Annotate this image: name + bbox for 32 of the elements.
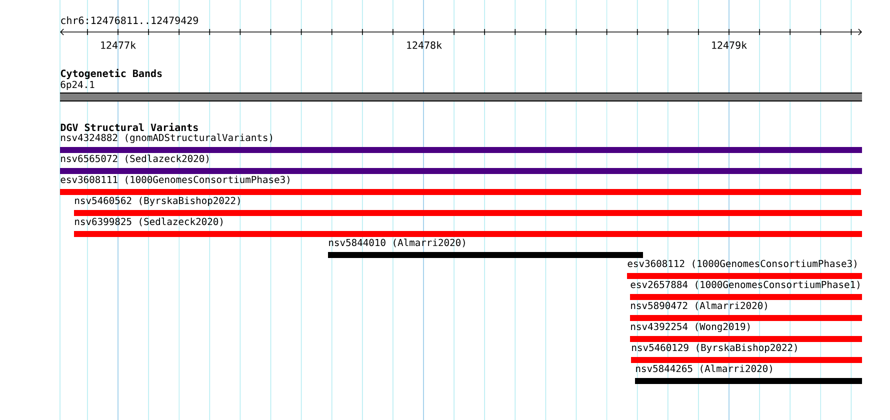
node-label: nsv4392254 (Wong2019) [631,322,750,332]
node-label: esv2657884 (1000GenomesConsortiumPhase1) [630,280,860,290]
variant-bar: nsv5890472 (Almarri2020) [630,302,862,321]
variant-bar: nsv6399825 (Sedlazeck2020) [74,218,862,237]
variant-bar: nsv5844265 (Almarri2020) [635,364,862,384]
variant-bar: esv3608111 (1000GenomesConsortiumPhase3) [60,176,862,195]
variant-bar: nsv4392254 (Wong2019) [630,322,862,342]
tick-label: 12478k [407,41,442,49]
variant-bar: nsv4324882 (gnomADStructuralVariants) [60,134,862,153]
node-label: nsv6565072 (Sedlazeck2020) [61,154,208,164]
variant-bar: esv2657884 (1000GenomesConsortiumPhase1) [630,280,862,300]
axis-title: chr6:12476811..12479429 [61,16,198,24]
node-label: nsv6399825 (Sedlazeck2020) [75,218,222,226]
tick-label: 12477k [101,41,136,49]
variant-bar: nsv5460129 (ByrskaBishop2022) [631,344,862,363]
track-title: DGV Structural Variants [60,122,198,132]
variant-bar: esv3608112 (1000GenomesConsortiumPhase3) [627,260,862,279]
node-label: 6p24.1 [60,80,94,90]
node-label: nsv5844265 (Almarri2020) [636,364,772,374]
variant-bar: nsv5844010 (Almarri2020) [328,238,643,258]
node-label: esv3608112 (1000GenomesConsortiumPhase3) [628,260,856,268]
tick-label: 12479k [712,41,747,49]
node-label: nsv5890472 (Almarri2020) [631,302,767,310]
node-label: nsv4324882 (gnomADStructuralVariants) [61,134,272,144]
variant-bar: nsv5460562 (ByrskaBishop2022) [74,196,862,216]
node-label: esv3608111 (1000GenomesConsortiumPhase3) [60,176,290,184]
node-label: nsv5844010 (Almarri2020) [329,238,465,248]
node-label: nsv5460129 (ByrskaBishop2022) [632,344,797,353]
node-label: nsv5460562 (ByrskaBishop2022) [75,196,240,206]
variant-bar: nsv6565072 (Sedlazeck2020) [60,154,862,174]
band-bar: 6p24.1 [60,80,863,102]
track-title: Cytogenetic Bands [60,68,162,80]
